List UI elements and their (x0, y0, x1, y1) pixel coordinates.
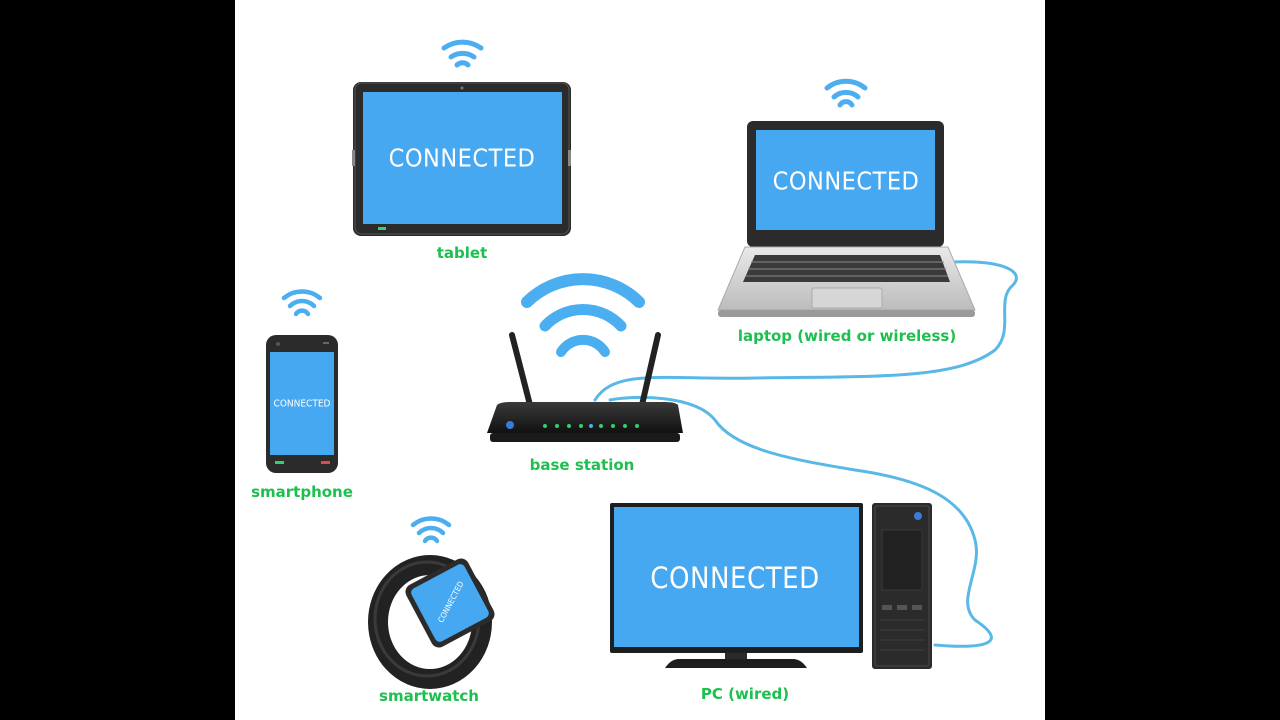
diagram-canvas (266, 39, 1018, 689)
tablet-device (352, 39, 571, 236)
pc-label: PC (wired) (700, 685, 790, 703)
pc-device (610, 503, 932, 669)
router-device (487, 273, 683, 442)
pc-screen-text: CONNECTED (650, 561, 820, 595)
smartphone-screen-text: CONNECTED (273, 398, 331, 410)
smartphone-label: smartphone (251, 483, 353, 501)
network-diagram: CONNECTED CONNECTED CONNECTED CONNECTED … (235, 0, 1045, 720)
laptop-label: laptop (wired or wireless) (737, 327, 957, 345)
smartphone-device (266, 289, 338, 473)
tablet-screen-text: CONNECTED (388, 143, 536, 173)
wifi-icon (824, 78, 868, 108)
wifi-icon (281, 289, 323, 317)
router-label: base station (529, 456, 635, 474)
laptop-device (717, 78, 976, 317)
cable-router-pc (608, 395, 993, 648)
wifi-icon (410, 516, 452, 544)
wifi-icon (521, 273, 645, 357)
tablet-label: tablet (436, 244, 488, 262)
wifi-icon (441, 39, 484, 68)
cable-router-laptop (593, 260, 1018, 402)
smartwatch-device (368, 516, 495, 689)
network-cables (593, 260, 1018, 648)
laptop-screen-text: CONNECTED (772, 166, 920, 196)
smartwatch-label: smartwatch (379, 687, 479, 705)
